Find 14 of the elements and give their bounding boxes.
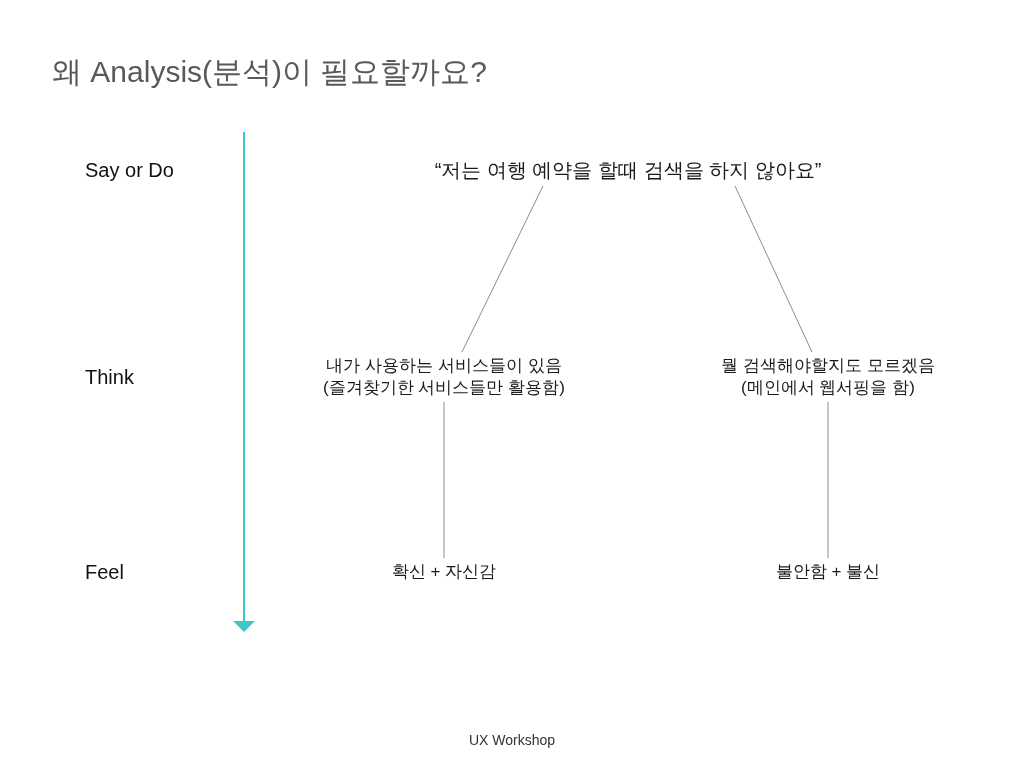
row-label: Say or Do xyxy=(85,158,174,182)
row-label: Feel xyxy=(85,560,124,584)
footer-text: UX Workshop xyxy=(468,731,556,749)
connector-line xyxy=(461,185,544,353)
quote-text: “저는 여행 예약을 할때 검색을 하지 않아요” xyxy=(430,154,826,186)
slide-title: 왜 Analysis(분석)이 필요할까요? xyxy=(52,54,488,90)
feeling-text: 확신 + 자신감 xyxy=(387,558,501,586)
connector-line xyxy=(443,401,445,559)
thought-text: 내가 사용하는 서비스들이 있음 (즐겨찾기한 서비스들만 활용함) xyxy=(289,352,599,402)
thought-text: 뭘 검색해야할지도 모르겠음 (메인에서 웹서핑을 함) xyxy=(673,352,983,402)
connector-line xyxy=(734,185,813,353)
feeling-text: 불안함 + 불신 xyxy=(771,558,885,586)
connector-line xyxy=(827,401,829,559)
row-label: Think xyxy=(85,365,134,389)
